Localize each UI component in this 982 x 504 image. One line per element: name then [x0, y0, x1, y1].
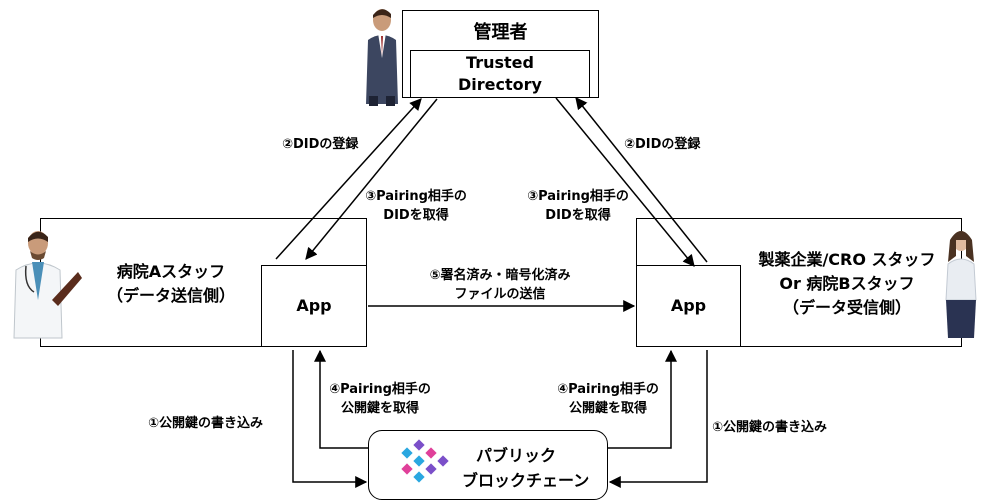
arrow-did-retrieve-right	[555, 97, 695, 267]
step4-pairing-key-right-line2: 公開鍵を取得	[568, 401, 647, 416]
step2-did-register-left: ②DIDの登録	[282, 137, 359, 152]
step5-send-file-line2: ファイルの送信	[454, 287, 546, 302]
admin-person-icon	[366, 9, 398, 106]
hospital-a-app-box[interactable]	[261, 265, 367, 347]
pharma-app-box[interactable]	[636, 265, 741, 347]
pharma-label-line2: Or 病院Bスタッフ	[779, 274, 915, 293]
step3-pairing-did-right-line2: DIDを取得	[545, 208, 611, 223]
step4-pairing-key-right-line1: ④Pairing相手の	[557, 382, 659, 397]
pharma-label-line3: （データ受信側）	[782, 298, 911, 317]
trusted-directory-line1: Trusted	[466, 53, 534, 72]
doctor-icon	[13, 231, 82, 339]
arrow-did-register-left	[275, 98, 422, 260]
trusted-directory-line2: Directory	[458, 75, 542, 94]
step1-write-key-left: ①公開鍵の書き込み	[148, 416, 264, 431]
trusted-directory-box	[410, 50, 590, 98]
pharma-label-line1: 製薬企業/CRO スタッフ	[758, 250, 936, 269]
admin-title: 管理者	[473, 22, 528, 43]
arrow-write-key-left	[292, 350, 368, 488]
blockchain-label-line1: パブリック	[476, 446, 557, 465]
hospital-a-label-line1: 病院Aスタッフ	[116, 262, 226, 281]
arrow-get-key-left	[314, 349, 368, 449]
step3-pairing-did-left-line2: DIDを取得	[383, 208, 449, 223]
step4-pairing-key-left-line2: 公開鍵を取得	[340, 401, 419, 416]
businesswoman-icon	[945, 231, 977, 338]
step2-did-register-right: ②DIDの登録	[624, 137, 701, 152]
step1-write-key-right: ①公開鍵の書き込み	[712, 420, 828, 435]
step3-pairing-did-left-line1: ③Pairing相手の	[365, 189, 467, 204]
arrow-write-key-right	[608, 350, 708, 488]
blockchain-label-line2: ブロックチェーン	[462, 471, 590, 490]
arrow-did-register-right	[575, 97, 708, 263]
arrow-did-retrieve-left	[305, 98, 438, 260]
step3-pairing-did-right-line1: ③Pairing相手の	[527, 189, 629, 204]
step5-send-file-line1: ⑤署名済み・暗号化済み	[429, 268, 571, 283]
pharma-app-label: App	[670, 296, 707, 315]
blockchain-cubes-icon	[401, 439, 449, 483]
arrow-get-key-right	[608, 349, 677, 449]
hospital-a-label-line2: （データ送信側）	[106, 286, 235, 305]
hospital-a-app-label: App	[296, 296, 332, 315]
step4-pairing-key-left-line1: ④Pairing相手の	[329, 382, 431, 397]
